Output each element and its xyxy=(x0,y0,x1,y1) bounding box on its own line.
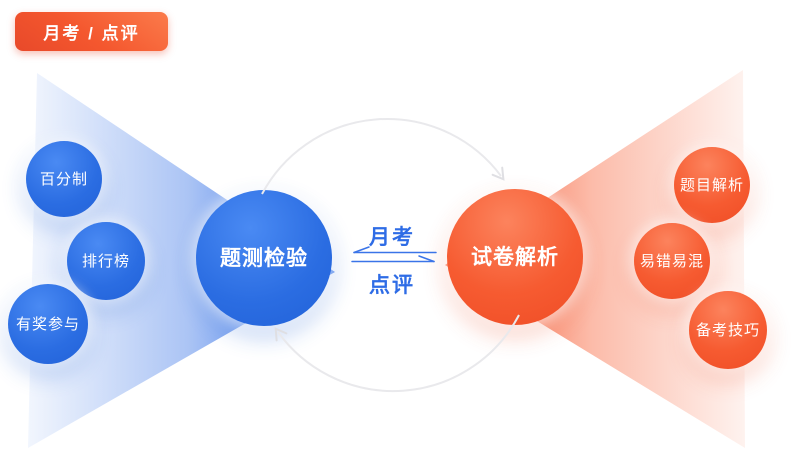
center-label-review: 点评 xyxy=(369,274,415,297)
main-circle-paper-analysis: 试卷解析 xyxy=(447,189,583,325)
feature-circle-exam-prep-tips: 备考技巧 xyxy=(689,291,767,369)
feature-label: 易错易混 xyxy=(639,252,704,270)
main-circle-label: 题测检验 xyxy=(220,246,308,270)
feature-label: 排行榜 xyxy=(81,252,130,270)
feature-circle-question-analysis: 题目解析 xyxy=(674,147,750,223)
main-circle-label: 试卷解析 xyxy=(471,245,559,269)
cycle-arc-top xyxy=(261,118,505,195)
feature-circle-error-prone-points: 易错易混 xyxy=(634,223,710,299)
main-circle-question-test: 题测检验 xyxy=(196,190,332,326)
feature-label: 有奖参与 xyxy=(15,315,80,333)
feature-circle-prize-participation: 有奖参与 xyxy=(8,284,88,364)
feature-circle-percent-system: 百分制 xyxy=(26,141,102,217)
arrow-right-head xyxy=(418,255,435,263)
feature-label: 百分制 xyxy=(39,170,88,188)
exam-review-badge: 月考 / 点评 xyxy=(15,12,168,51)
feature-label: 题目解析 xyxy=(679,176,744,194)
cycle-arc-bottom xyxy=(274,314,520,393)
feature-circle-ranking-list: 排行榜 xyxy=(67,222,145,300)
center-label-monthly-exam: 月考 xyxy=(369,226,415,249)
feature-label: 备考技巧 xyxy=(695,321,760,339)
badge-label: 月考 / 点评 xyxy=(43,24,140,43)
